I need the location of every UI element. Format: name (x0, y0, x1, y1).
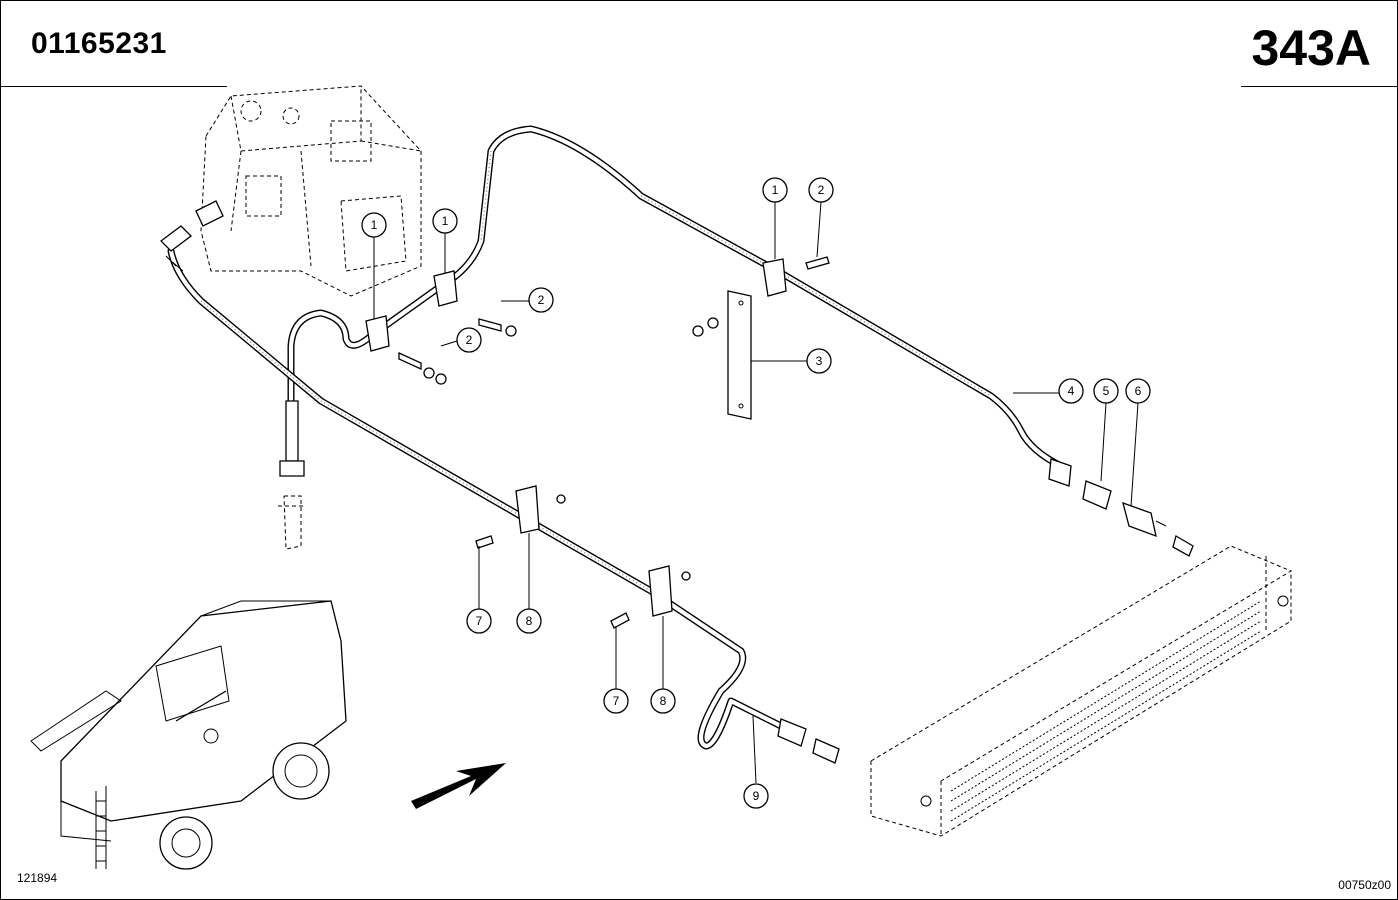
callout-7: 7 (603, 688, 629, 714)
callout-1: 1 (432, 208, 458, 234)
callout-3: 3 (806, 348, 832, 374)
oil-cooler (870, 545, 1293, 837)
adapter-fitting (1082, 480, 1112, 510)
figure-code-right: 00750z00 (1338, 878, 1391, 892)
header-rule-right (1241, 86, 1397, 87)
callout-4: 4 (1058, 378, 1084, 404)
part-number: 01165231 (31, 27, 167, 60)
callout-6: 6 (1125, 378, 1151, 404)
combine-harvester-thumbnail (30, 600, 347, 870)
clamp (433, 270, 458, 307)
callout-label: 8 (526, 614, 533, 628)
callout-8: 8 (650, 688, 676, 714)
leader-lines (373, 201, 1139, 784)
callout-8: 8 (516, 608, 542, 634)
bracket-plate (727, 290, 752, 420)
pipe-supply-line (167, 247, 795, 750)
page-reference: 343A (1251, 20, 1371, 76)
callout-7: 7 (466, 608, 492, 634)
figure-code-left: 121894 (17, 871, 58, 885)
nut (707, 317, 719, 329)
callout-label: 6 (1135, 384, 1142, 398)
bolt (398, 351, 447, 385)
callout-label: 1 (442, 214, 449, 228)
tee-fitting (1122, 501, 1167, 538)
nut (692, 325, 704, 337)
callout-label: 7 (613, 694, 620, 708)
bolt (478, 318, 517, 337)
callout-label: 2 (538, 293, 545, 307)
lower-fitting-ghost (278, 495, 306, 550)
pipe-drop (279, 400, 305, 477)
view-direction-arrow (411, 763, 506, 809)
pipe-return-line (287, 125, 1065, 470)
callout-label: 1 (371, 218, 378, 232)
bolt (805, 256, 830, 270)
callout-5: 5 (1093, 378, 1119, 404)
elbow-fitting (160, 200, 224, 272)
callout-label: 8 (660, 694, 667, 708)
clamp (648, 565, 673, 617)
clamp (365, 315, 390, 352)
callout-label: 3 (816, 354, 823, 368)
callout-label: 4 (1068, 384, 1075, 398)
callout-1: 1 (361, 212, 387, 238)
callout-label: 1 (772, 183, 779, 197)
clamp (515, 485, 540, 534)
valve-block-ghost (200, 85, 422, 297)
callout-2: 2 (528, 287, 554, 313)
hose-end-fitting (1048, 458, 1072, 487)
cooler-fitting (1172, 535, 1194, 557)
callout-label: 9 (753, 789, 760, 803)
bolt (475, 535, 494, 549)
callout-label: 7 (476, 614, 483, 628)
bolt (610, 612, 630, 629)
nut (681, 571, 691, 581)
callout-label: 5 (1103, 384, 1110, 398)
callout-9: 9 (743, 783, 769, 809)
header-rule-left (1, 86, 227, 87)
callout-label: 2 (466, 333, 473, 347)
callout-2: 2 (456, 327, 482, 353)
lower-hose-fitting (777, 718, 840, 764)
callout-label: 2 (818, 183, 825, 197)
nut (556, 494, 566, 504)
callout-1: 1 (762, 177, 788, 203)
callout-2: 2 (808, 177, 834, 203)
clamp (762, 258, 787, 297)
